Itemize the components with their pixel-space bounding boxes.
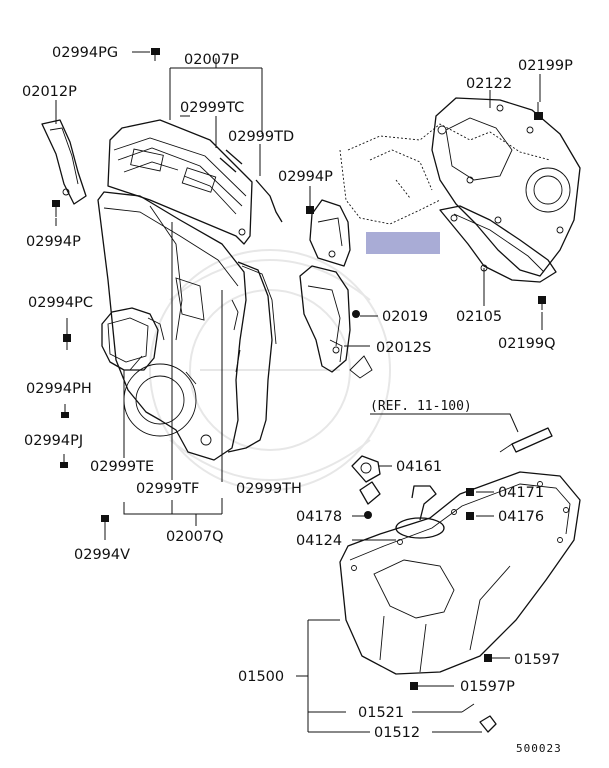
label-02012S[interactable]: 02012S xyxy=(376,340,431,356)
leader-lines xyxy=(55,51,543,733)
label-04171[interactable]: 04171 xyxy=(498,485,544,501)
label-02999TF[interactable]: 02999TF xyxy=(136,481,199,497)
oil-pan[interactable] xyxy=(339,471,581,675)
watermark xyxy=(149,249,391,491)
label-02999TH[interactable]: 02999TH xyxy=(236,481,302,497)
timing-belt-center-cover[interactable] xyxy=(101,307,165,371)
callout-labels: 02994PG 02007P 02012P 02999TC 02999TD 02… xyxy=(22,45,573,755)
engine-mount-bracket[interactable] xyxy=(299,265,373,379)
label-02007P[interactable]: 02007P xyxy=(184,52,239,68)
drain-plug[interactable] xyxy=(461,703,497,733)
label-02122[interactable]: 02122 xyxy=(466,76,512,92)
label-01597P[interactable]: 01597P xyxy=(460,679,515,695)
label-01512[interactable]: 01512 xyxy=(374,725,420,741)
label-02012P[interactable]: 02012P xyxy=(22,84,77,100)
label-01500[interactable]: 01500 xyxy=(238,669,284,685)
label-02994V[interactable]: 02994V xyxy=(74,547,130,563)
highlight-box xyxy=(366,232,440,254)
bolts-left[interactable] xyxy=(52,48,160,528)
label-02999TC[interactable]: 02999TC xyxy=(180,100,244,116)
label-02994PC[interactable]: 02994PC xyxy=(28,295,93,311)
timing-rear-plate[interactable] xyxy=(309,199,351,267)
cover-gasket xyxy=(219,149,283,453)
label-01521[interactable]: 01521 xyxy=(358,705,404,721)
label-02999TD[interactable]: 02999TD xyxy=(228,129,294,145)
label-02199P[interactable]: 02199P xyxy=(518,58,573,74)
label-02007Q[interactable]: 02007Q xyxy=(166,529,224,545)
bolts-right[interactable] xyxy=(306,102,546,690)
rear-plate[interactable] xyxy=(431,97,581,277)
label-ref-11-100[interactable]: (REF. 11-100) xyxy=(370,399,472,414)
label-02994PJ[interactable]: 02994PJ xyxy=(24,433,83,449)
label-02999TE[interactable]: 02999TE xyxy=(90,459,154,475)
label-02994PG[interactable]: 02994PG xyxy=(52,45,118,61)
label-04161[interactable]: 04161 xyxy=(396,459,442,475)
oil-seal-case[interactable] xyxy=(439,205,557,283)
timing-belt-lower-cover[interactable] xyxy=(97,191,247,461)
label-02994P-right[interactable]: 02994P xyxy=(278,169,333,185)
engine-bracket[interactable] xyxy=(41,119,87,205)
label-04124[interactable]: 04124 xyxy=(296,533,342,549)
diagram-code: 500023 xyxy=(516,742,562,755)
label-02994P-left[interactable]: 02994P xyxy=(26,234,81,250)
label-02199Q[interactable]: 02199Q xyxy=(498,336,556,352)
label-01597[interactable]: 01597 xyxy=(514,652,560,668)
label-02019[interactable]: 02019 xyxy=(382,309,428,325)
label-02994PH[interactable]: 02994PH xyxy=(26,381,92,397)
engine-block-outline xyxy=(339,123,551,225)
label-02105[interactable]: 02105 xyxy=(456,309,502,325)
label-04178[interactable]: 04178 xyxy=(296,509,342,525)
oil-dipstick[interactable] xyxy=(499,427,553,453)
oil-strainer[interactable] xyxy=(351,455,445,539)
label-04176[interactable]: 04176 xyxy=(498,509,544,525)
